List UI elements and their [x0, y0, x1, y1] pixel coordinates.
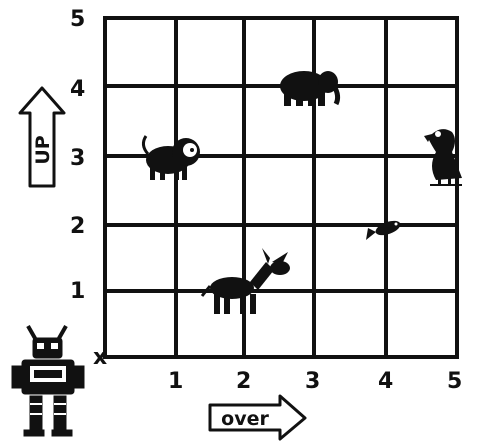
lion-icon	[143, 136, 200, 180]
x-tick-3: 3	[305, 369, 320, 394]
y-tick-4: 4	[70, 77, 85, 102]
up-arrow: UP	[20, 88, 64, 186]
x-tick-5: 5	[447, 369, 462, 394]
grid-lines	[105, 18, 457, 357]
y-tick-3: 3	[70, 146, 85, 171]
x-tick-2: 2	[236, 369, 251, 394]
y-tick-5: 5	[70, 7, 85, 32]
x-tick-1: 1	[168, 369, 183, 394]
x-axis-ticks: 1 2 3 4 5	[168, 369, 462, 394]
x-tick-4: 4	[378, 369, 393, 394]
over-arrow-label: over	[221, 408, 269, 430]
up-arrow-label: UP	[32, 135, 54, 164]
robot-icon	[12, 326, 84, 436]
y-tick-2: 2	[70, 214, 85, 239]
over-arrow: over	[210, 396, 305, 439]
elephant-icon	[280, 71, 338, 106]
origin-label: x	[93, 345, 107, 370]
y-axis-ticks: 5 4 3 2 1	[70, 7, 85, 304]
y-tick-1: 1	[70, 279, 85, 304]
